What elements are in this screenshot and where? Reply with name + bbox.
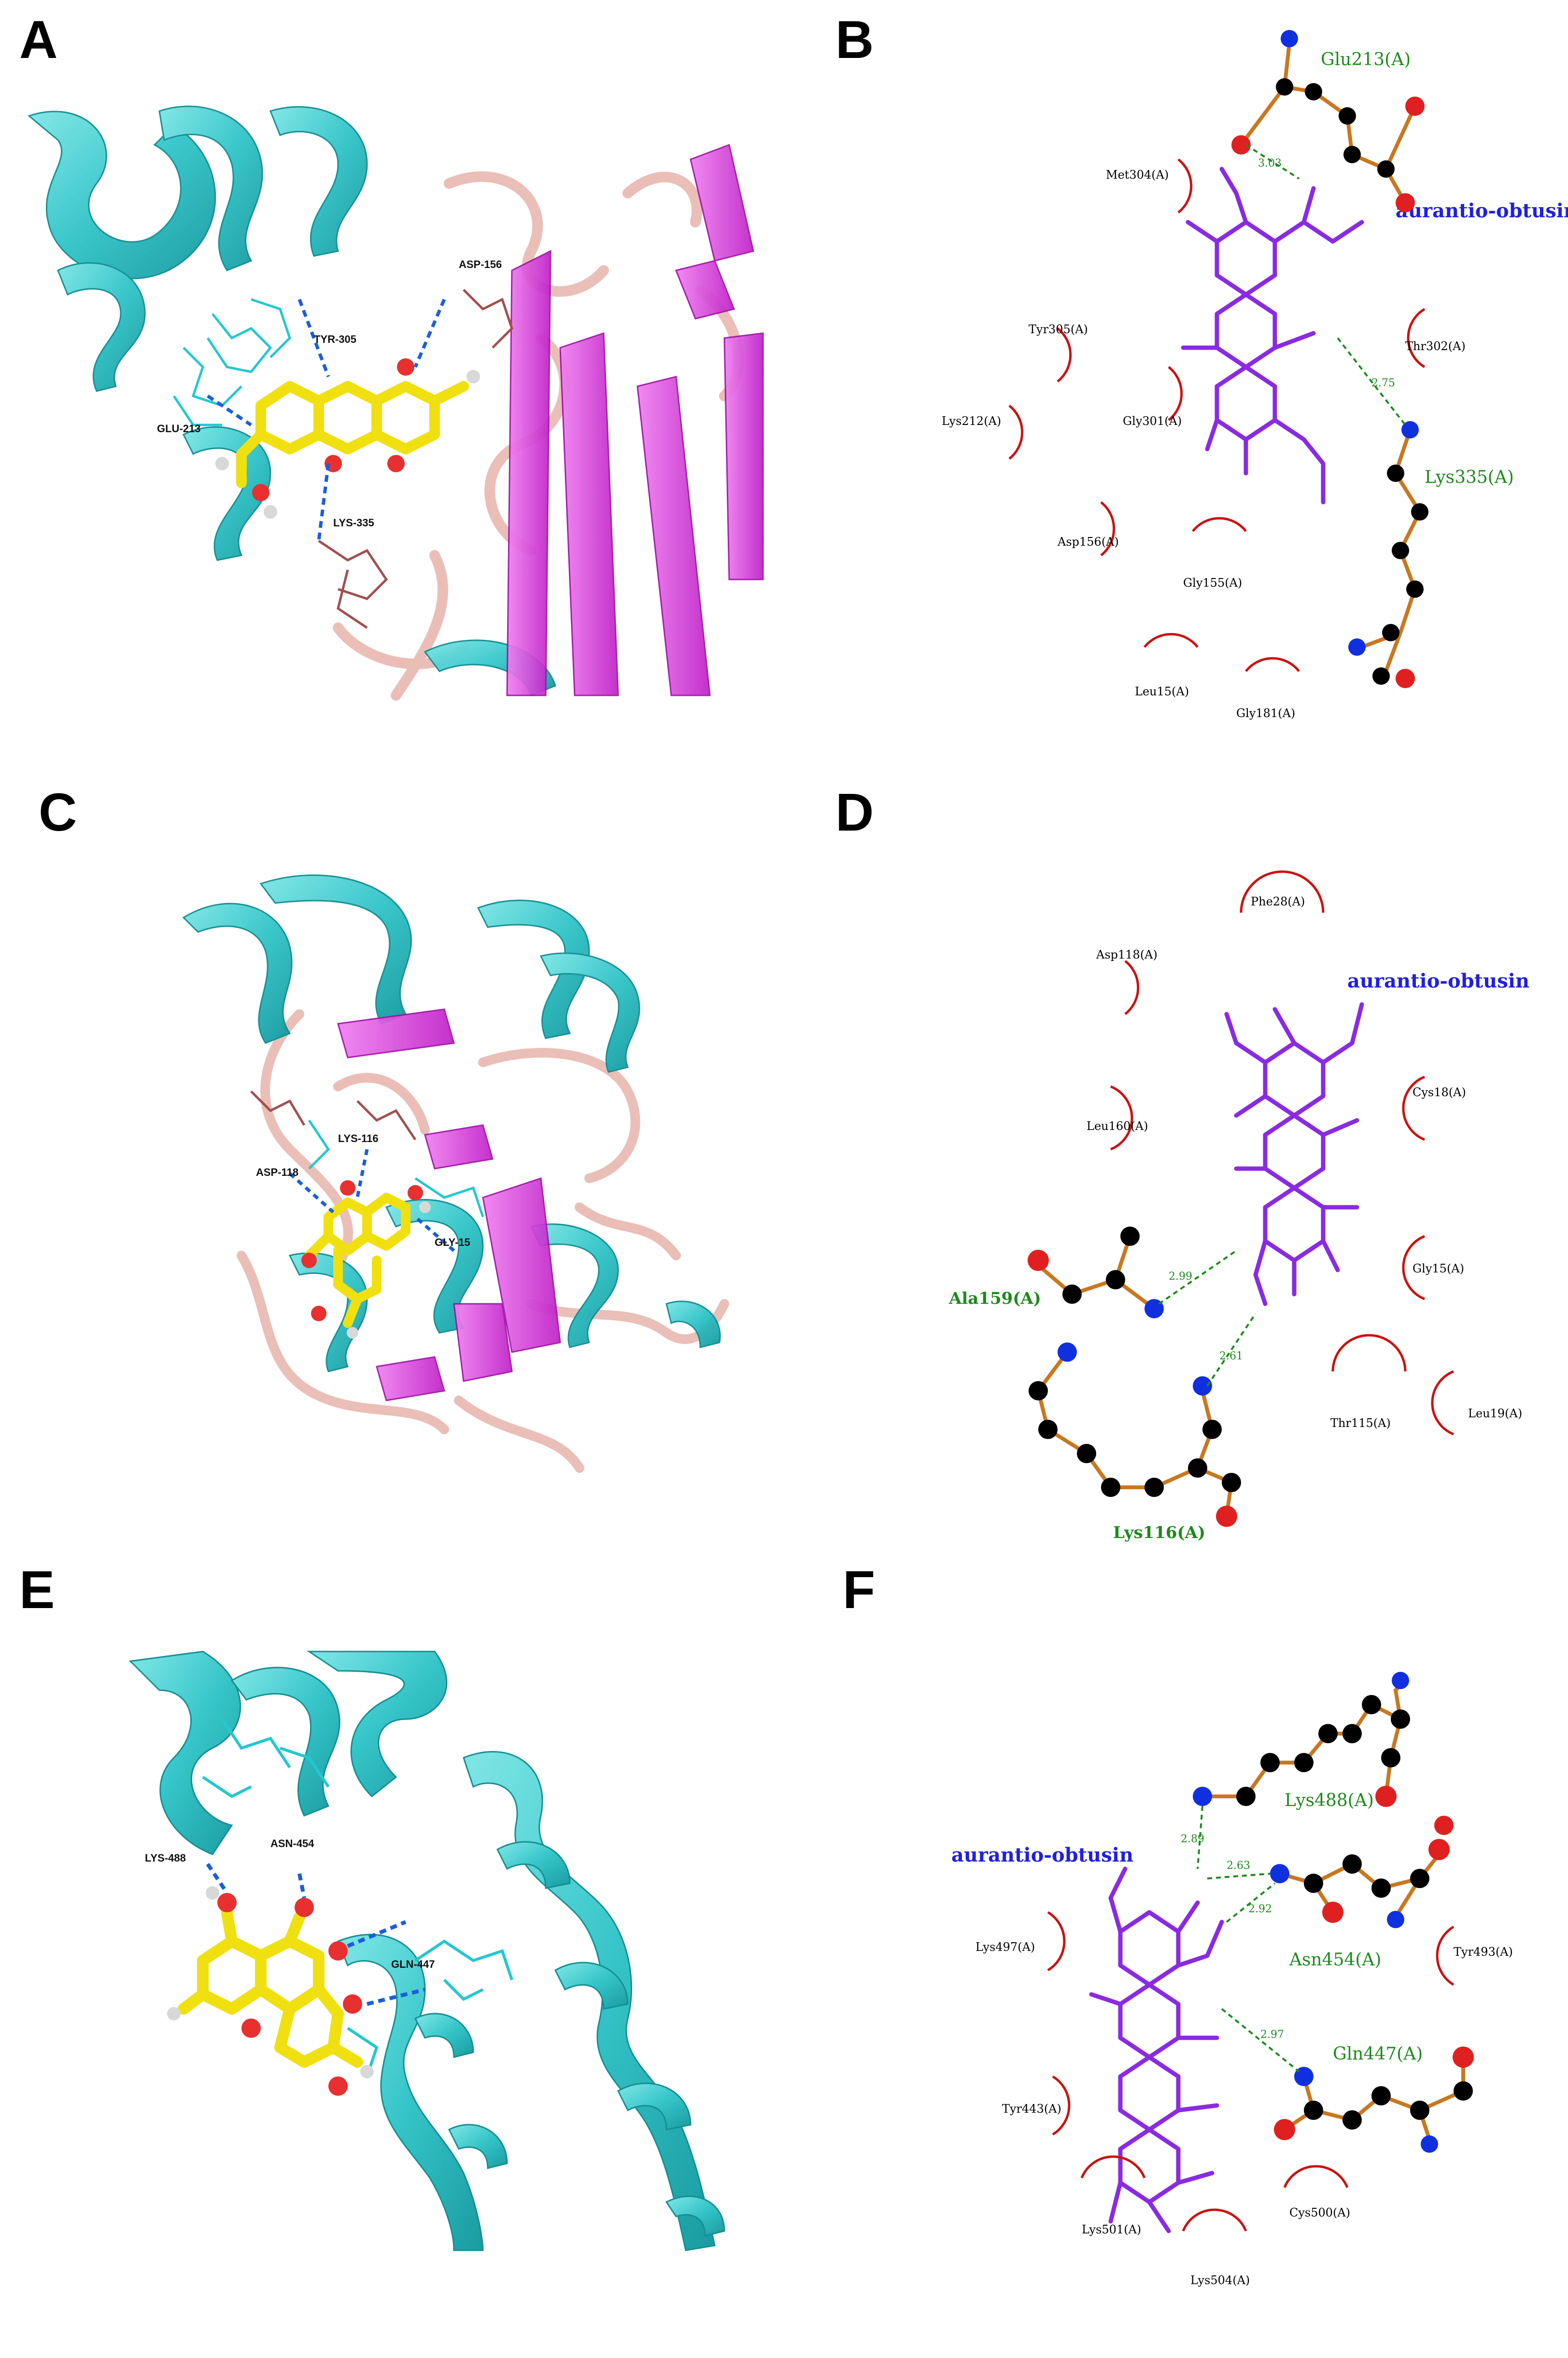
ligand-f <box>1089 1866 1224 2233</box>
distance-d-2: 2.61 <box>1219 1350 1243 1362</box>
label-gly15: Gly15(A) <box>1413 1262 1464 1275</box>
label-gly15: GLY-15 <box>435 1236 470 1248</box>
label-leu15: Leu15(A) <box>1135 685 1189 698</box>
label-thr115: Thr115(A) <box>1330 1416 1391 1430</box>
label-tyr305: Tyr305(A) <box>1029 323 1088 336</box>
ligand-name-f: aurantio-obtusin <box>951 1844 1133 1866</box>
label-glu213-b: Glu213(A) <box>1321 50 1411 70</box>
label-met304: Met304(A) <box>1106 168 1169 182</box>
label-tyr305: TYR-305 <box>314 333 356 345</box>
ligand-d <box>1224 1002 1364 1306</box>
label-ala159-d: Ala159(A) <box>948 1289 1041 1308</box>
residue-ala159-d <box>1037 1235 1156 1311</box>
panel-f-ligplot: aurantio-obtusin Lys488(A) <box>951 1672 1513 2287</box>
atoms-asn454 <box>1270 1816 1454 1928</box>
distance-d-1: 2.99 <box>1169 1271 1192 1283</box>
label-lys488-f: Lys488(A) <box>1285 1791 1374 1810</box>
atoms-glu213 <box>1231 30 1425 212</box>
hydrophobic-arcs-f <box>1047 1911 1455 2231</box>
distance-f-1: 2.89 <box>1181 1833 1204 1845</box>
label-phe28: Phe28(A) <box>1251 895 1305 908</box>
panel-label-c: C <box>39 783 77 842</box>
label-glu213: GLU-213 <box>157 423 200 435</box>
distance-f-4: 2.97 <box>1260 2029 1284 2041</box>
label-gln447: GLN-447 <box>391 1958 435 1970</box>
label-cys18: Cys18(A) <box>1413 1086 1466 1099</box>
panel-label-e: E <box>19 1560 55 1620</box>
label-cys500: Cys500(A) <box>1289 2206 1350 2219</box>
atoms-gln447 <box>1274 2047 1474 2153</box>
ligand-name-b: aurantio-obtusin <box>1396 199 1568 222</box>
panel-b-ligplot: aurantio-obtusin Glu213(A) <box>942 30 1568 720</box>
label-thr302: Thr302(A) <box>1405 339 1466 353</box>
label-asn454: ASN-454 <box>270 1837 314 1850</box>
distance-b-1: 3.03 <box>1258 157 1282 169</box>
panel-label-b: B <box>835 10 874 70</box>
panel-e-structure: LYS-488 ASN-454 GLN-447 <box>128 1651 725 2251</box>
label-lys335-b: Lys335(A) <box>1425 467 1514 487</box>
hydrophobic-arcs-b <box>1008 158 1426 672</box>
label-lys116-d: Lys116(A) <box>1113 1523 1205 1542</box>
hydrophobic-arcs-d <box>1110 870 1454 1436</box>
panel-label-f: F <box>843 1560 875 1620</box>
label-asp118: Asp118(A) <box>1096 948 1158 961</box>
label-gly181: Gly181(A) <box>1236 706 1295 720</box>
ligand-name-d: aurantio-obtusin <box>1347 970 1529 992</box>
panel-label-d: D <box>835 783 874 842</box>
panel-d-ligplot: aurantio-obtusin Ala159(A) <box>948 870 1529 1542</box>
label-leu160: Leu160(A) <box>1087 1119 1148 1133</box>
label-asn454-f: Asn454(A) <box>1289 1950 1381 1970</box>
atoms-ala159 <box>1028 1227 1164 1318</box>
panel-a-structure: TYR-305 ASP-156 GLU-213 LYS-335 <box>24 104 768 703</box>
label-gly155: Gly155(A) <box>1183 576 1242 590</box>
ligand-b <box>1181 167 1364 505</box>
label-leu19: Leu19(A) <box>1468 1407 1522 1420</box>
atoms-lys335 <box>1348 421 1428 688</box>
atoms-lys116 <box>1029 1342 1241 1527</box>
label-gln447-f: Gln447(A) <box>1333 2044 1423 2064</box>
atoms-lys488 <box>1193 1672 1410 1807</box>
label-asp118: ASP-118 <box>256 1166 298 1178</box>
label-lys504: Lys504(A) <box>1190 2273 1250 2287</box>
label-asp156: ASP-156 <box>459 258 502 270</box>
label-lys116: LYS-116 <box>338 1132 379 1144</box>
label-tyr493: Tyr493(A) <box>1454 1945 1513 1959</box>
distance-f-2: 2.63 <box>1227 1860 1250 1872</box>
label-gly301: Gly301(A) <box>1123 414 1182 428</box>
label-lys501: Lys501(A) <box>1082 2223 1141 2236</box>
panel-c-structure: ASP-118 LYS-116 GLY-15 <box>182 874 729 1473</box>
label-lys488: LYS-488 <box>145 1852 186 1864</box>
label-tyr443: Tyr443(A) <box>1002 2102 1061 2116</box>
label-lys212: Lys212(A) <box>942 414 1001 428</box>
label-lys335: LYS-335 <box>333 517 374 529</box>
panel-label-a: A <box>19 10 57 70</box>
distance-f-3: 2.92 <box>1248 1903 1272 1915</box>
distance-b-2: 2.75 <box>1371 377 1395 389</box>
label-lys497: Lys497(A) <box>975 1940 1035 1954</box>
label-asp156: Asp156(A) <box>1057 535 1119 549</box>
